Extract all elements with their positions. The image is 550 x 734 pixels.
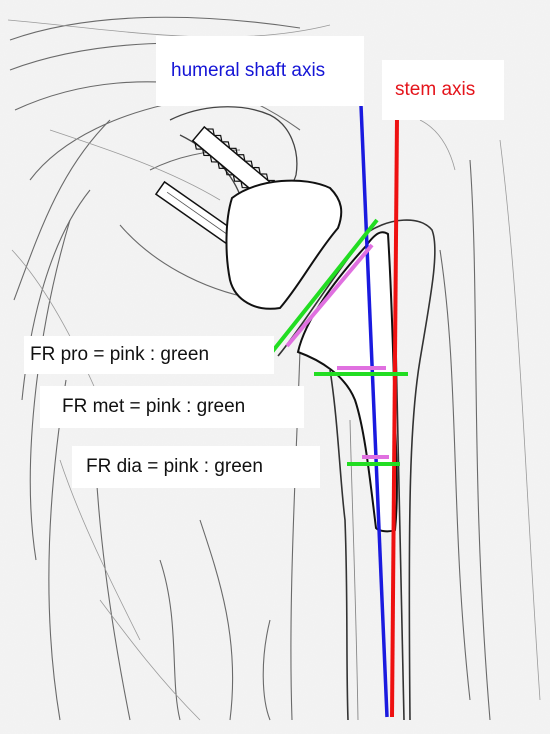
fr-pro-green-line xyxy=(270,218,379,354)
stem-axis-label: stem axis xyxy=(382,60,504,120)
fr-met-label: FR met = pink : green xyxy=(40,386,304,428)
fr-dia-label: FR dia = pink : green xyxy=(72,446,320,488)
faint-contours xyxy=(7,19,541,721)
fr-pro-label: FR pro = pink : green xyxy=(24,336,274,374)
stem-axis-line xyxy=(390,117,399,718)
humeral-shaft-axis-line xyxy=(358,81,389,718)
soft-tissue-contours xyxy=(9,16,491,721)
fr-pro-pink-line xyxy=(285,243,374,348)
humeral-shaft-axis-label: humeral shaft axis xyxy=(156,36,364,106)
glenosphere xyxy=(225,179,343,310)
